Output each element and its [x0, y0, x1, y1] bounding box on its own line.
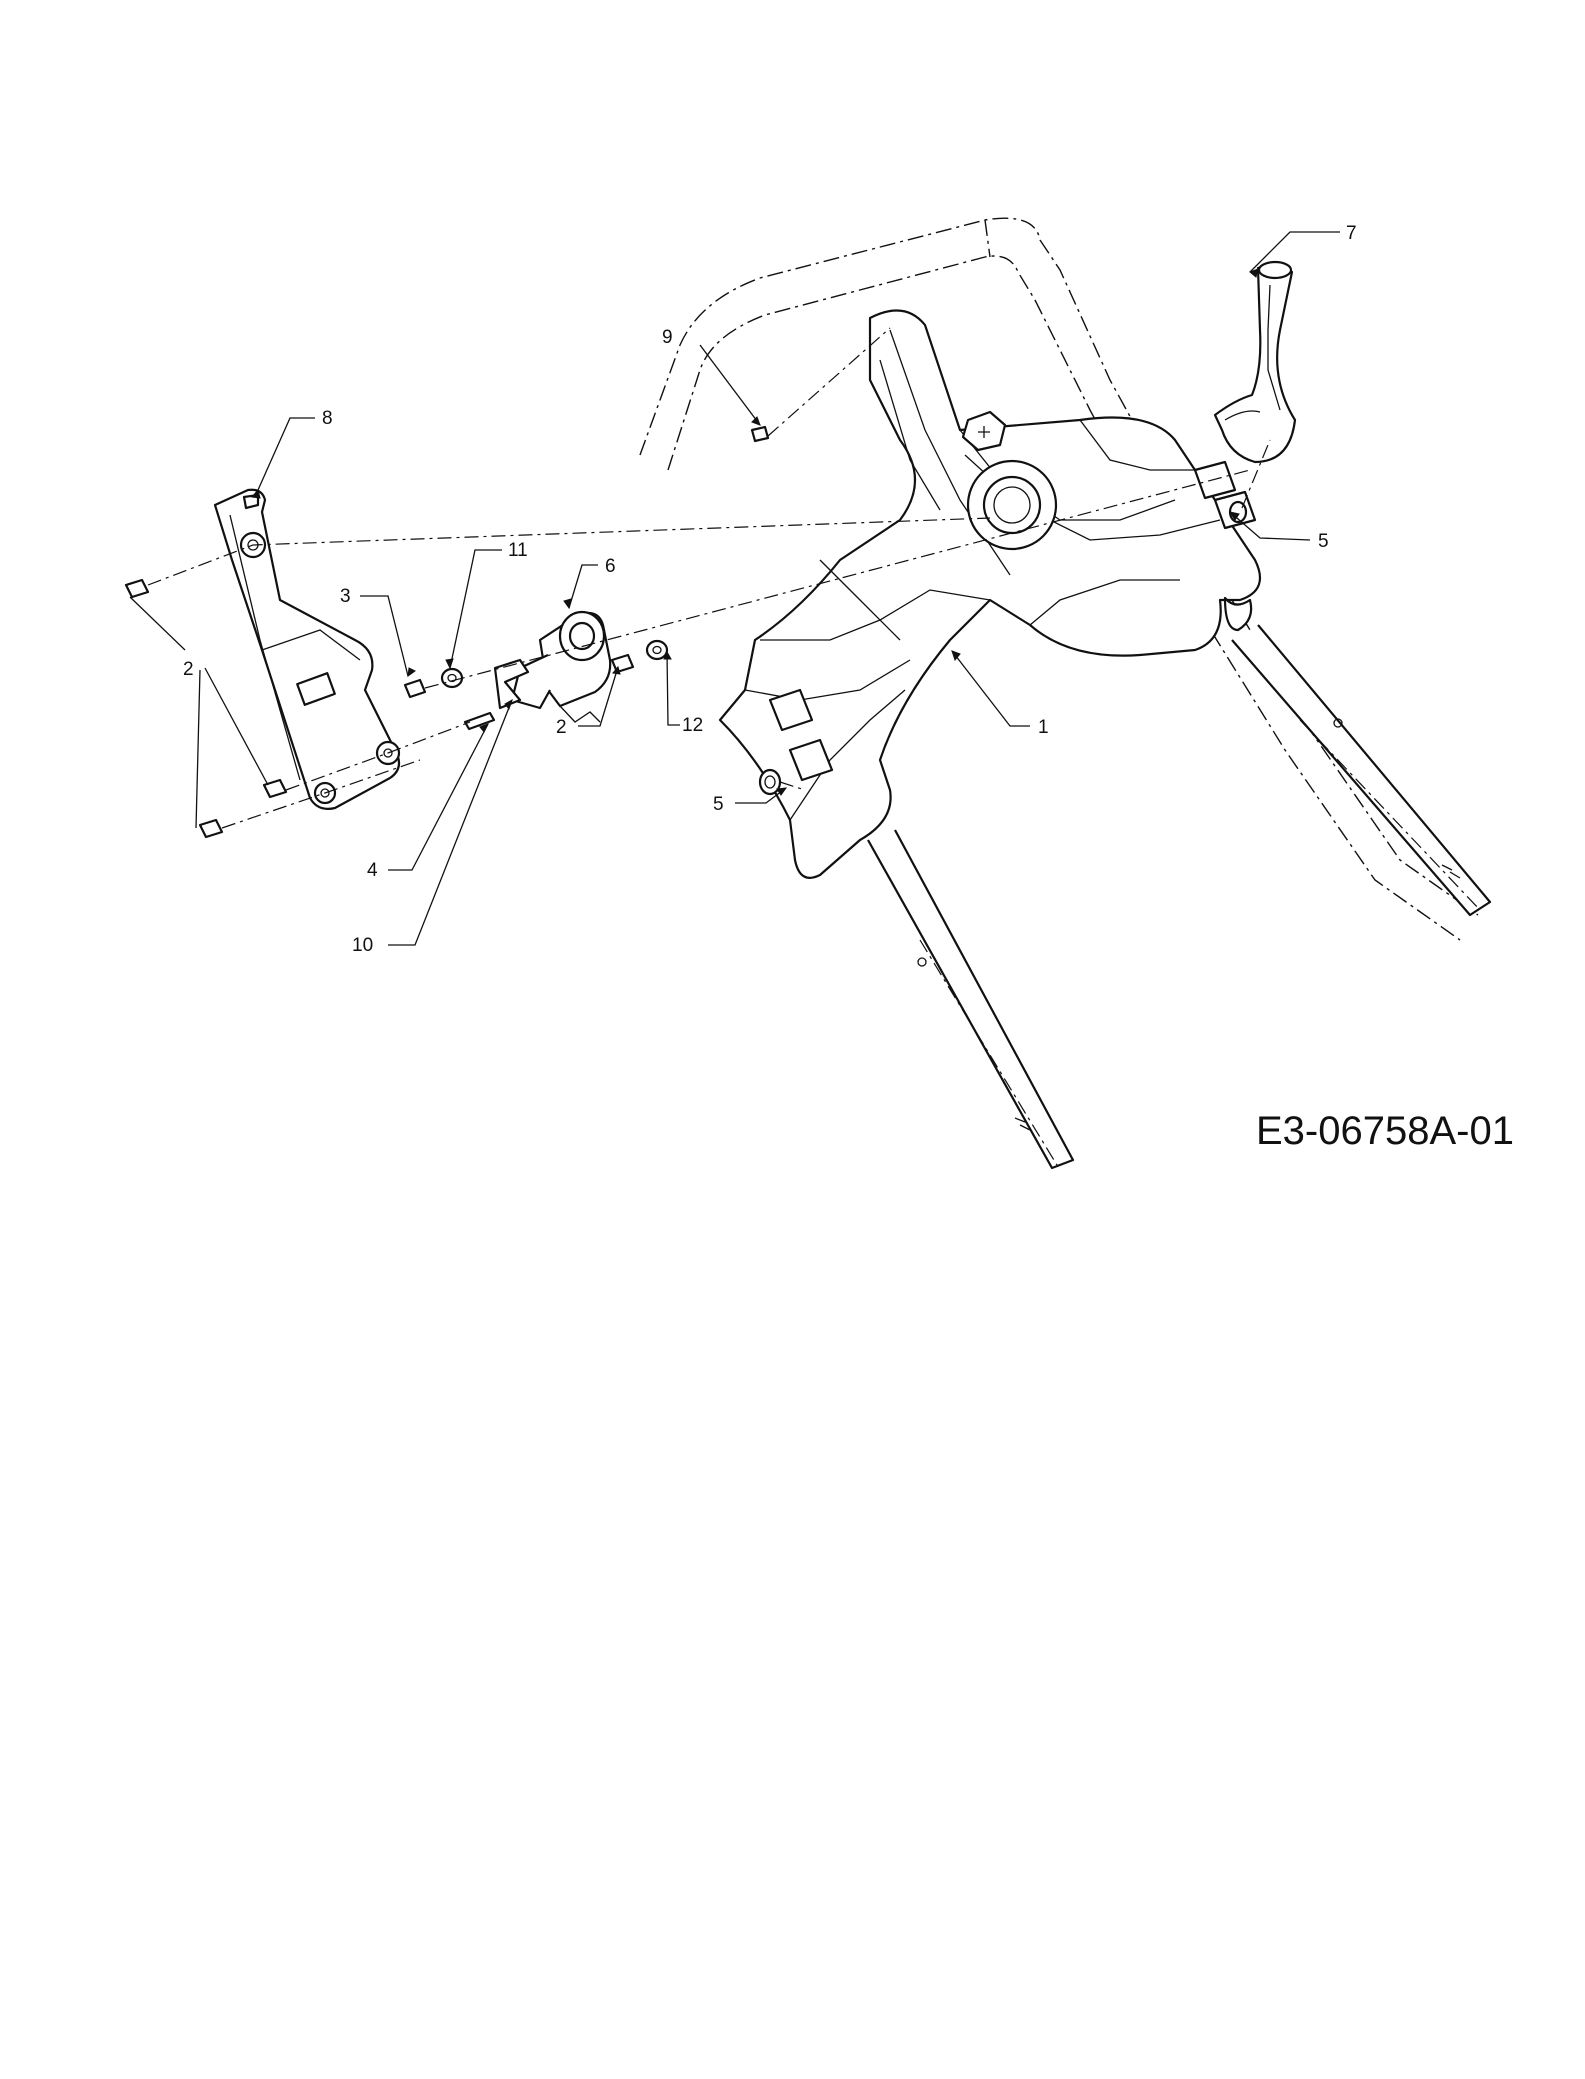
handle-console	[718, 309, 1262, 879]
callout-7: 7	[1346, 223, 1357, 244]
callout-6: 6	[605, 556, 616, 577]
callout-3: 3	[340, 586, 351, 607]
lower-handle-tubes	[867, 624, 1492, 1171]
screws	[124, 425, 770, 839]
callout-5-left: 5	[713, 794, 724, 815]
callout-2-mid: 2	[556, 717, 567, 738]
leader-lines	[129, 231, 1340, 946]
actuator-assembly	[510, 610, 612, 723]
callout-8: 8	[322, 408, 333, 429]
callout-12: 12	[682, 715, 703, 736]
washer-right	[645, 639, 669, 661]
upper-handle-phantom	[639, 217, 1479, 941]
callout-9: 9	[662, 327, 673, 348]
pivot-pin	[463, 711, 496, 731]
washer-left	[440, 667, 464, 689]
leader-arrowheads	[251, 268, 1259, 796]
drawing-id: E3-06758A-01	[1256, 1109, 1514, 1153]
callout-11: 11	[508, 540, 528, 561]
callout-5-right: 5	[1318, 531, 1329, 552]
assembly-axes	[147, 327, 1271, 829]
side-bracket	[213, 488, 401, 810]
spring-clip	[493, 658, 530, 710]
callout-2-top: 2	[183, 659, 194, 680]
callout-10: 10	[352, 935, 373, 956]
callouts: 1 2 2 3 4 5 5 6 7 8 9 10 11 12	[183, 223, 1357, 956]
lever	[1213, 260, 1297, 464]
nut-lower	[758, 768, 782, 796]
callout-1: 1	[1038, 717, 1049, 738]
callout-4: 4	[367, 860, 378, 881]
